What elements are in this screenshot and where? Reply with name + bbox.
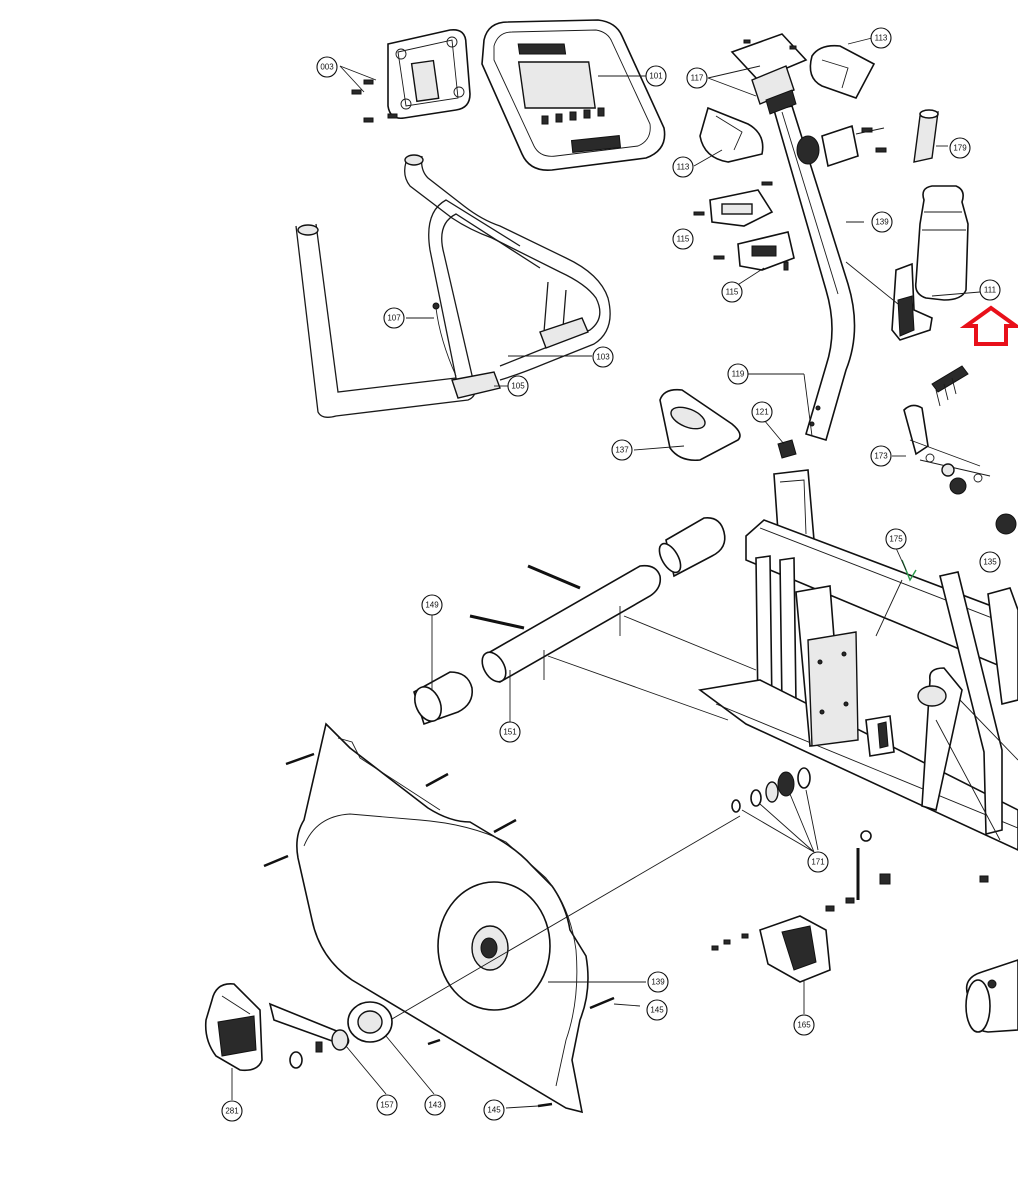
- svg-text:115: 115: [726, 288, 739, 297]
- callout-115-lower: 115: [721, 281, 743, 303]
- crank-arm: [268, 1002, 387, 1095]
- console-bracket: [339, 28, 471, 123]
- left-shroud-139: [296, 722, 741, 1114]
- svg-text:173: 173: [874, 452, 888, 461]
- callout-119: 119: [727, 363, 749, 385]
- knob-179: [913, 109, 948, 163]
- svg-text:281: 281: [225, 1107, 239, 1116]
- svg-text:103: 103: [596, 353, 610, 362]
- callout-111: 111: [979, 279, 1001, 301]
- callout-173: 173: [870, 445, 892, 467]
- adjust-knob-121: [748, 373, 813, 459]
- svg-text:107: 107: [387, 314, 401, 323]
- callout-137: 137: [611, 439, 633, 461]
- bracket-115-upper: [693, 181, 774, 227]
- callout-121: 121: [751, 401, 773, 423]
- svg-text:145: 145: [650, 1006, 664, 1015]
- callout-149: 149: [421, 594, 443, 616]
- svg-text:113: 113: [875, 34, 888, 43]
- end-cap-149: [413, 614, 474, 726]
- bracket-165: [711, 830, 989, 1014]
- callout-139-shroud: 139: [647, 971, 669, 993]
- svg-text:121: 121: [755, 408, 769, 417]
- callout-107: 107: [383, 307, 405, 329]
- bracket-115-lower: [713, 231, 795, 287]
- seat-cover-137: [633, 388, 741, 462]
- svg-text:101: 101: [649, 72, 663, 81]
- callout-179: 179: [949, 137, 971, 159]
- callout-151: 151: [499, 721, 521, 743]
- stem-clamp: [796, 124, 887, 168]
- callout-115-upper: 115: [672, 228, 694, 250]
- svg-text:117: 117: [691, 74, 704, 83]
- svg-text:145: 145: [487, 1106, 501, 1115]
- pedal-281: [204, 983, 263, 1100]
- svg-text:003: 003: [320, 63, 334, 72]
- callout-145-right: 145: [646, 999, 668, 1021]
- tension-assembly-173: [892, 365, 991, 495]
- callout-117: 117: [686, 67, 708, 89]
- callout-113-top: 113: [870, 27, 892, 49]
- axle-tube-151: [481, 516, 757, 726]
- spring-175: [895, 547, 917, 582]
- svg-text:175: 175: [889, 535, 903, 544]
- part-135: [995, 513, 1017, 535]
- callout-171: 171: [807, 851, 829, 873]
- svg-text:113: 113: [677, 163, 690, 172]
- bearing-cup-143: [347, 1001, 435, 1095]
- svg-text:139: 139: [875, 218, 889, 227]
- callout-113-left: 113: [672, 156, 694, 178]
- svg-text:137: 137: [615, 446, 629, 455]
- bolts-axle: [469, 564, 581, 630]
- handlebar: [295, 154, 611, 418]
- water-bottle-111: [845, 185, 981, 341]
- svg-text:115: 115: [677, 235, 690, 244]
- svg-text:135: 135: [983, 558, 997, 567]
- bearing-set-171: [731, 767, 819, 853]
- svg-text:165: 165: [797, 1021, 811, 1030]
- callout-135: 135: [979, 551, 1001, 573]
- svg-text:171: 171: [811, 858, 825, 867]
- svg-text:179: 179: [953, 144, 967, 153]
- callout-139-stem: 139: [871, 211, 893, 233]
- side-clamp-113-right: [809, 37, 876, 99]
- console: [481, 19, 666, 171]
- callout-165: 165: [793, 1014, 815, 1036]
- callout-143: 143: [424, 1094, 446, 1116]
- callout-103: 103: [592, 346, 614, 368]
- svg-text:143: 143: [428, 1101, 442, 1110]
- svg-text:149: 149: [425, 601, 439, 610]
- svg-text:111: 111: [984, 286, 997, 295]
- highlight-arrow-icon: [959, 305, 1018, 346]
- svg-text:105: 105: [511, 382, 525, 391]
- drum-roller: [965, 959, 1018, 1033]
- svg-text:151: 151: [503, 728, 517, 737]
- callout-101: 101: [645, 65, 667, 87]
- callout-145-bottom: 145: [483, 1099, 505, 1121]
- svg-text:139: 139: [651, 978, 665, 987]
- top-bracket-117: [707, 33, 808, 115]
- callout-003: 003: [316, 56, 338, 78]
- callout-157: 157: [376, 1094, 398, 1116]
- svg-text:157: 157: [380, 1101, 394, 1110]
- callout-105: 105: [507, 375, 529, 397]
- shroud-screws: [263, 752, 641, 1109]
- main-frame: [698, 469, 1018, 851]
- callout-175: 175: [885, 528, 907, 550]
- callout-281: 281: [221, 1100, 243, 1122]
- svg-text:119: 119: [732, 370, 745, 379]
- side-clamp-113-left: [693, 106, 764, 167]
